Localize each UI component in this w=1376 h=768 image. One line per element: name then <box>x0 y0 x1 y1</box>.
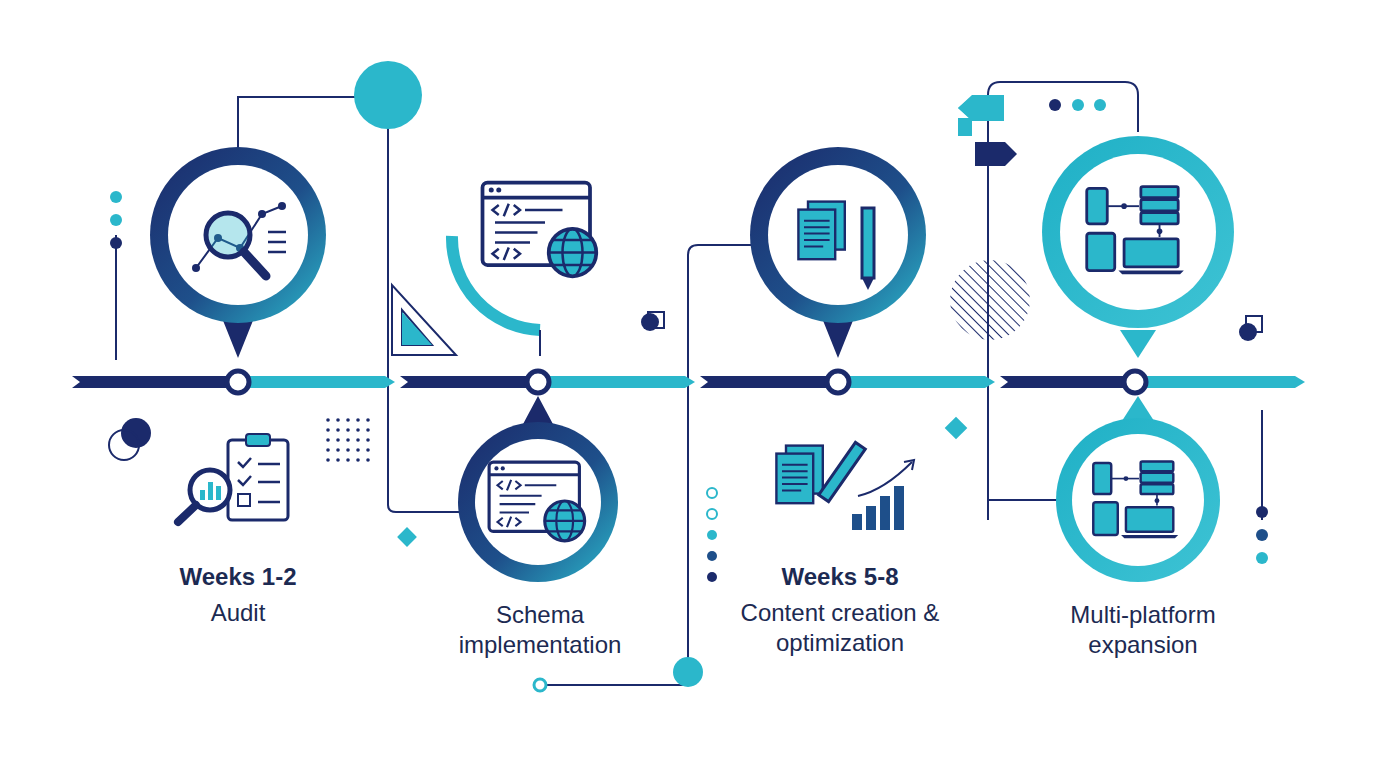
stage-label: Audit <box>128 598 348 628</box>
stage-period: Weeks 5-8 <box>725 562 955 592</box>
stage-label: Multi-platform expansion <box>1028 600 1258 660</box>
stage-period: Weeks 1-2 <box>128 562 348 592</box>
stage-label: Schema implementation <box>430 600 650 660</box>
stage-label: Content creation & optimization <box>722 598 958 658</box>
